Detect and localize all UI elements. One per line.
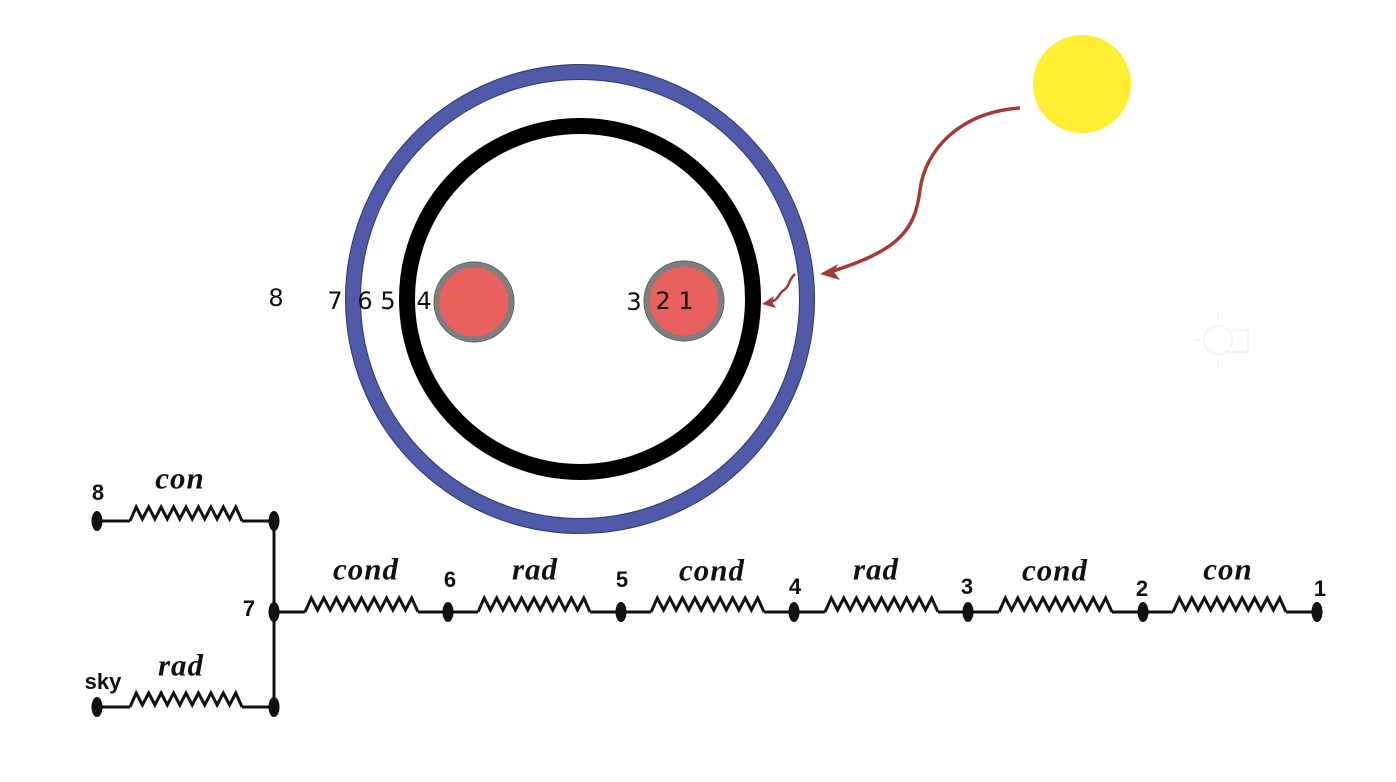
solar-radiation-arrow-icon (829, 106, 1021, 274)
sun-icon (1033, 35, 1131, 133)
node-dot (91, 511, 103, 531)
layer-label-1: 1 (678, 287, 694, 315)
resistor-label: cond (679, 552, 745, 588)
resistor-cond-icon (303, 594, 420, 614)
node-label-5: 5 (615, 567, 629, 592)
outer-sheath-ring-edge-in (360, 79, 800, 519)
node-label-1: 1 (1313, 576, 1327, 601)
layer-label-7: 7 (327, 287, 343, 315)
resistor-label: rad (852, 551, 900, 587)
node-dot (91, 697, 103, 717)
layer-label-2: 2 (655, 287, 671, 315)
layer-label-5: 5 (380, 287, 396, 315)
resistor-label: cond (333, 551, 399, 587)
outer-sheath-ring-edge-out (345, 64, 815, 534)
layer-label-8: 8 (268, 284, 284, 312)
resistor-rad-icon (823, 594, 940, 614)
node-label-sky: sky (84, 669, 122, 694)
node-label-8: 8 (91, 480, 105, 505)
node-label-7: 7 (242, 596, 256, 621)
inner-pipe-ring (399, 118, 761, 480)
node-label-4: 4 (788, 574, 802, 599)
conductor-right-edge (643, 260, 725, 342)
conductor-left-edge (433, 261, 515, 343)
cable-cross-section (345, 64, 815, 534)
node-label-6: 6 (443, 567, 457, 592)
node-dot (962, 602, 974, 622)
resistor-rad-icon (476, 594, 592, 614)
circuit (97, 503, 1317, 709)
conductor-left (434, 262, 514, 342)
resistor-cond-icon (997, 594, 1114, 614)
resistor-con-icon (128, 503, 244, 523)
node-dot (442, 602, 454, 622)
layer-label-4: 4 (416, 287, 432, 315)
resistor-con-icon (1171, 594, 1288, 614)
transmitted-radiation-arrow-icon (769, 273, 796, 304)
resistor-label: cond (1022, 552, 1088, 588)
layer-label-6: 6 (357, 287, 373, 315)
resistor-label: con (155, 460, 205, 496)
resistor-label: rad (157, 647, 205, 683)
node-label-2: 2 (1135, 576, 1149, 601)
node-dot (268, 511, 280, 531)
conductor-right (644, 261, 724, 341)
solar-radiation-arrowhead (820, 264, 840, 280)
outer-sheath-ring (345, 64, 815, 534)
faint-sun-cloud-icon (1194, 314, 1249, 366)
node-dot (1311, 602, 1323, 622)
layer-label-3: 3 (626, 288, 642, 316)
resistor-cond-icon (649, 594, 766, 614)
resistor-label: con (1203, 551, 1253, 587)
node-label-3: 3 (960, 574, 974, 599)
node-dot (615, 602, 627, 622)
node-dot (268, 602, 280, 622)
node-dot (788, 602, 800, 622)
node-dot (268, 697, 280, 717)
resistor-label: rad (511, 551, 559, 587)
transmitted-radiation-arrowhead (762, 296, 776, 308)
resistor-rad-icon (128, 689, 244, 709)
circuit-nodes (91, 511, 1323, 717)
node-dot (1137, 602, 1149, 622)
